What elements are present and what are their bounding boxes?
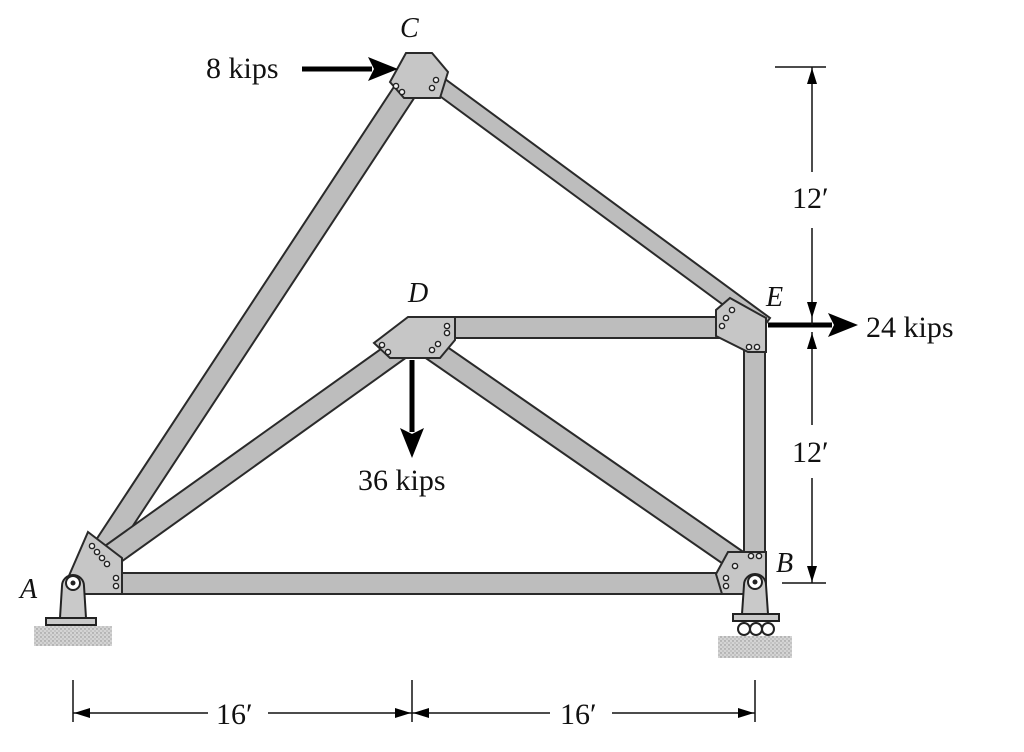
load-arrow-24-kips [768, 313, 858, 337]
bolts [88, 76, 763, 590]
member-EB [743, 329, 766, 576]
member-DB [415, 333, 757, 579]
load-label-D: 36 kips [358, 464, 446, 497]
member-AD [93, 332, 416, 574]
gusset-D [372, 316, 456, 359]
node-label-C: C [400, 13, 419, 44]
dimension-label-AD: 16′ [216, 698, 253, 731]
load-arrow-36-kips [400, 360, 424, 458]
gussets [66, 52, 767, 595]
load-label-E: 24 kips [866, 311, 954, 344]
pin-support-A [34, 574, 112, 646]
member-AB [84, 572, 764, 595]
node-label-B: B [776, 548, 793, 579]
gusset-E [715, 296, 767, 353]
load-label-C: 8 kips [206, 52, 279, 85]
truss-members [71, 63, 772, 595]
dimension-label-EC: 12′ [792, 182, 829, 215]
member-CE [416, 63, 772, 334]
node-label-D: D [407, 278, 428, 309]
node-label-E: E [765, 282, 783, 313]
member-AC [71, 65, 428, 590]
node-label-A: A [18, 574, 38, 605]
dimension-label-BE: 12′ [792, 436, 829, 469]
dimension-lines [72, 66, 826, 722]
roller-support-B [718, 573, 792, 658]
load-arrow-8-kips [302, 57, 398, 81]
gusset-C [388, 52, 450, 99]
member-DE [409, 316, 756, 339]
dimension-label-DB: 16′ [560, 698, 597, 731]
